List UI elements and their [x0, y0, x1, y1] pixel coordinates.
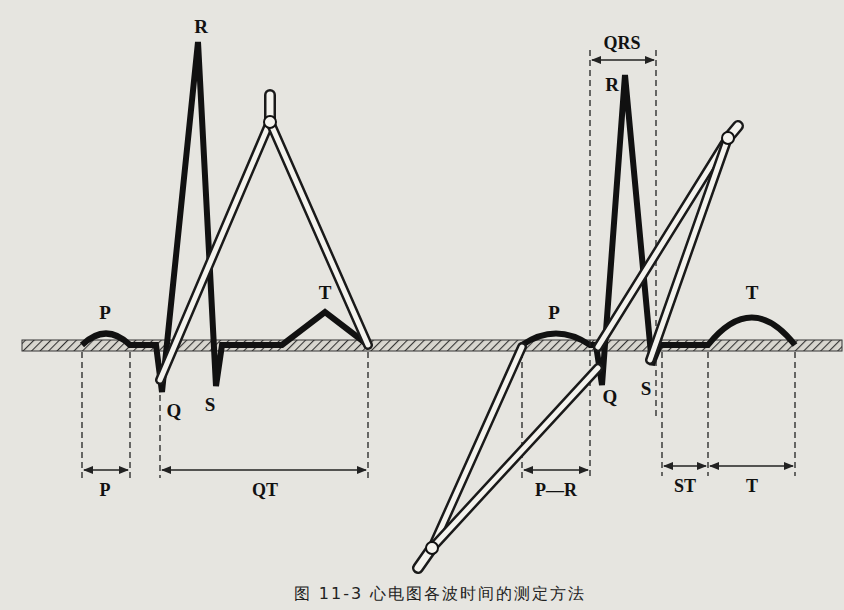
caliper	[598, 126, 738, 360]
interval-label: T	[746, 477, 758, 495]
dashed-guides	[82, 50, 795, 478]
wave-label: Q	[167, 401, 182, 420]
wave-label: T	[319, 283, 332, 302]
wave-label: P	[548, 303, 560, 322]
wave-label: S	[641, 379, 652, 398]
wave-label: Q	[603, 387, 618, 406]
interval-label: QT	[252, 481, 278, 499]
figure-caption: 图 11-3 心电图各波时间的测定方法	[294, 586, 586, 602]
wave-label: P	[99, 303, 111, 322]
wave-label: R	[605, 75, 619, 94]
caliper	[160, 95, 368, 380]
interval-label: P—R	[535, 481, 577, 499]
caliper	[418, 347, 598, 568]
wave-label: R	[194, 17, 208, 36]
interval-label: ST	[674, 477, 696, 495]
wave-label: S	[205, 395, 216, 414]
dimension-arrows	[84, 60, 793, 470]
ecg-wave	[82, 42, 795, 392]
calipers	[160, 95, 738, 568]
interval-label: QRS	[603, 34, 640, 52]
interval-label: P	[100, 481, 111, 499]
wave-label: T	[746, 283, 759, 302]
